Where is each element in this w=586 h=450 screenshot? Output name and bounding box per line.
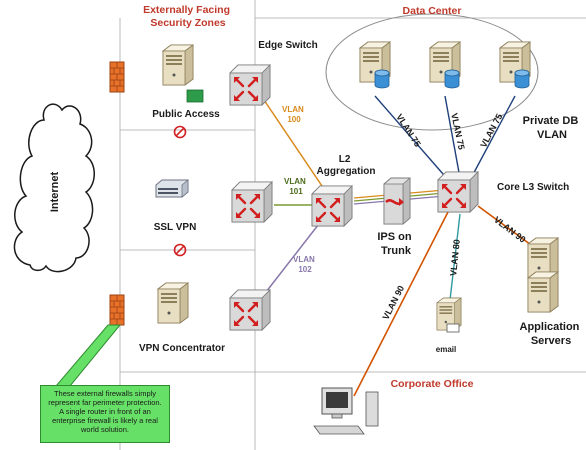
external-zone-title: Externally Facing Security Zones bbox=[143, 4, 233, 29]
app-servers-line-1: Application bbox=[520, 321, 580, 333]
link-vlan75-c bbox=[469, 95, 516, 181]
external-zone-line-1: Externally Facing bbox=[143, 4, 230, 16]
ips-label: IPS on Trunk bbox=[377, 231, 414, 257]
vlan101-line-1: VLAN bbox=[284, 177, 306, 186]
link-vlan100 bbox=[263, 99, 323, 187]
l2-aggregation-line-2: Aggregation bbox=[317, 166, 376, 177]
internet-cloud bbox=[13, 103, 95, 273]
vlan102-label: VLAN 102 bbox=[293, 255, 317, 274]
vlan100-line-2: 100 bbox=[287, 115, 301, 124]
l2-aggregation-label: L2 Aggregation bbox=[317, 154, 376, 177]
core-l3-switch-icon bbox=[436, 170, 480, 214]
link-vlan102 bbox=[265, 219, 323, 293]
l2-aggregation-switch-icon bbox=[310, 184, 354, 228]
private-db-line-1: Private DB bbox=[523, 115, 579, 127]
internet-label: Internet bbox=[49, 171, 61, 212]
ips-line-2: Trunk bbox=[381, 245, 412, 257]
edge-switch-label: Edge Switch bbox=[258, 40, 317, 51]
edge-switch-top-icon bbox=[228, 63, 272, 107]
vlan102-line-2: 102 bbox=[298, 265, 312, 274]
vlan75-a-label: VLAN 75 bbox=[394, 112, 423, 148]
edge-switch-middle-icon bbox=[230, 180, 274, 224]
vlan101-label: VLAN 101 bbox=[284, 177, 308, 196]
vpn-concentrator-server-icon bbox=[157, 282, 189, 324]
private-db-label: Private DB VLAN bbox=[523, 115, 582, 141]
firewall-bottom-icon bbox=[109, 294, 125, 326]
email-label: email bbox=[436, 345, 456, 354]
db-3-icon bbox=[514, 69, 530, 89]
ips-line-1: IPS on bbox=[377, 231, 412, 243]
external-zone-line-2: Security Zones bbox=[150, 17, 225, 29]
email-envelope-icon bbox=[446, 323, 460, 333]
ssl-vpn-appliance-icon bbox=[155, 179, 189, 198]
app-servers-label: Application Servers bbox=[520, 321, 583, 347]
no-entry-icon-top bbox=[173, 125, 187, 139]
ips-appliance-icon bbox=[383, 177, 411, 225]
link-vlan75-a bbox=[374, 95, 451, 183]
vlan80-label: VLAN 80 bbox=[448, 239, 462, 277]
app-server-2-icon bbox=[527, 271, 559, 313]
link-vlan90-office bbox=[353, 211, 449, 397]
workstation-icon bbox=[313, 387, 379, 435]
db-2-icon bbox=[444, 69, 460, 89]
public-access-card-icon bbox=[186, 89, 204, 103]
firewall-top-icon bbox=[109, 61, 125, 93]
firewall-note: These external firewalls simply represen… bbox=[40, 385, 170, 443]
link-vlan75-b bbox=[444, 95, 461, 179]
vpn-concentrator-label: VPN Concentrator bbox=[139, 343, 225, 354]
app-servers-line-2: Servers bbox=[531, 335, 571, 347]
edge-switch-bottom-icon bbox=[228, 288, 272, 332]
link-vlan80 bbox=[449, 213, 461, 301]
vlan90-app-label: VLAN 90 bbox=[492, 214, 528, 244]
db-1-icon bbox=[374, 69, 390, 89]
private-db-line-2: VLAN bbox=[537, 129, 567, 141]
datacenter-zone-title: Data Center bbox=[403, 5, 462, 17]
note-callout-pointer bbox=[54, 324, 122, 387]
vlan100-label: VLAN 100 bbox=[282, 105, 306, 124]
vlan100-line-1: VLAN bbox=[282, 105, 304, 114]
corporate-zone-title: Corporate Office bbox=[391, 378, 474, 390]
ssl-vpn-label: SSL VPN bbox=[154, 222, 197, 233]
l2-aggregation-line-1: L2 bbox=[339, 154, 351, 165]
datacenter-db-zone bbox=[325, 13, 539, 131]
link-vlan90-app bbox=[477, 205, 539, 251]
core-switch-label: Core L3 Switch bbox=[497, 182, 569, 193]
vlan75-c-label: VLAN 75 bbox=[478, 112, 504, 149]
public-access-label: Public Access bbox=[152, 109, 220, 120]
public-access-server-icon bbox=[162, 44, 194, 86]
vlan102-line-1: VLAN bbox=[293, 255, 315, 264]
vlan101-line-2: 101 bbox=[289, 187, 303, 196]
